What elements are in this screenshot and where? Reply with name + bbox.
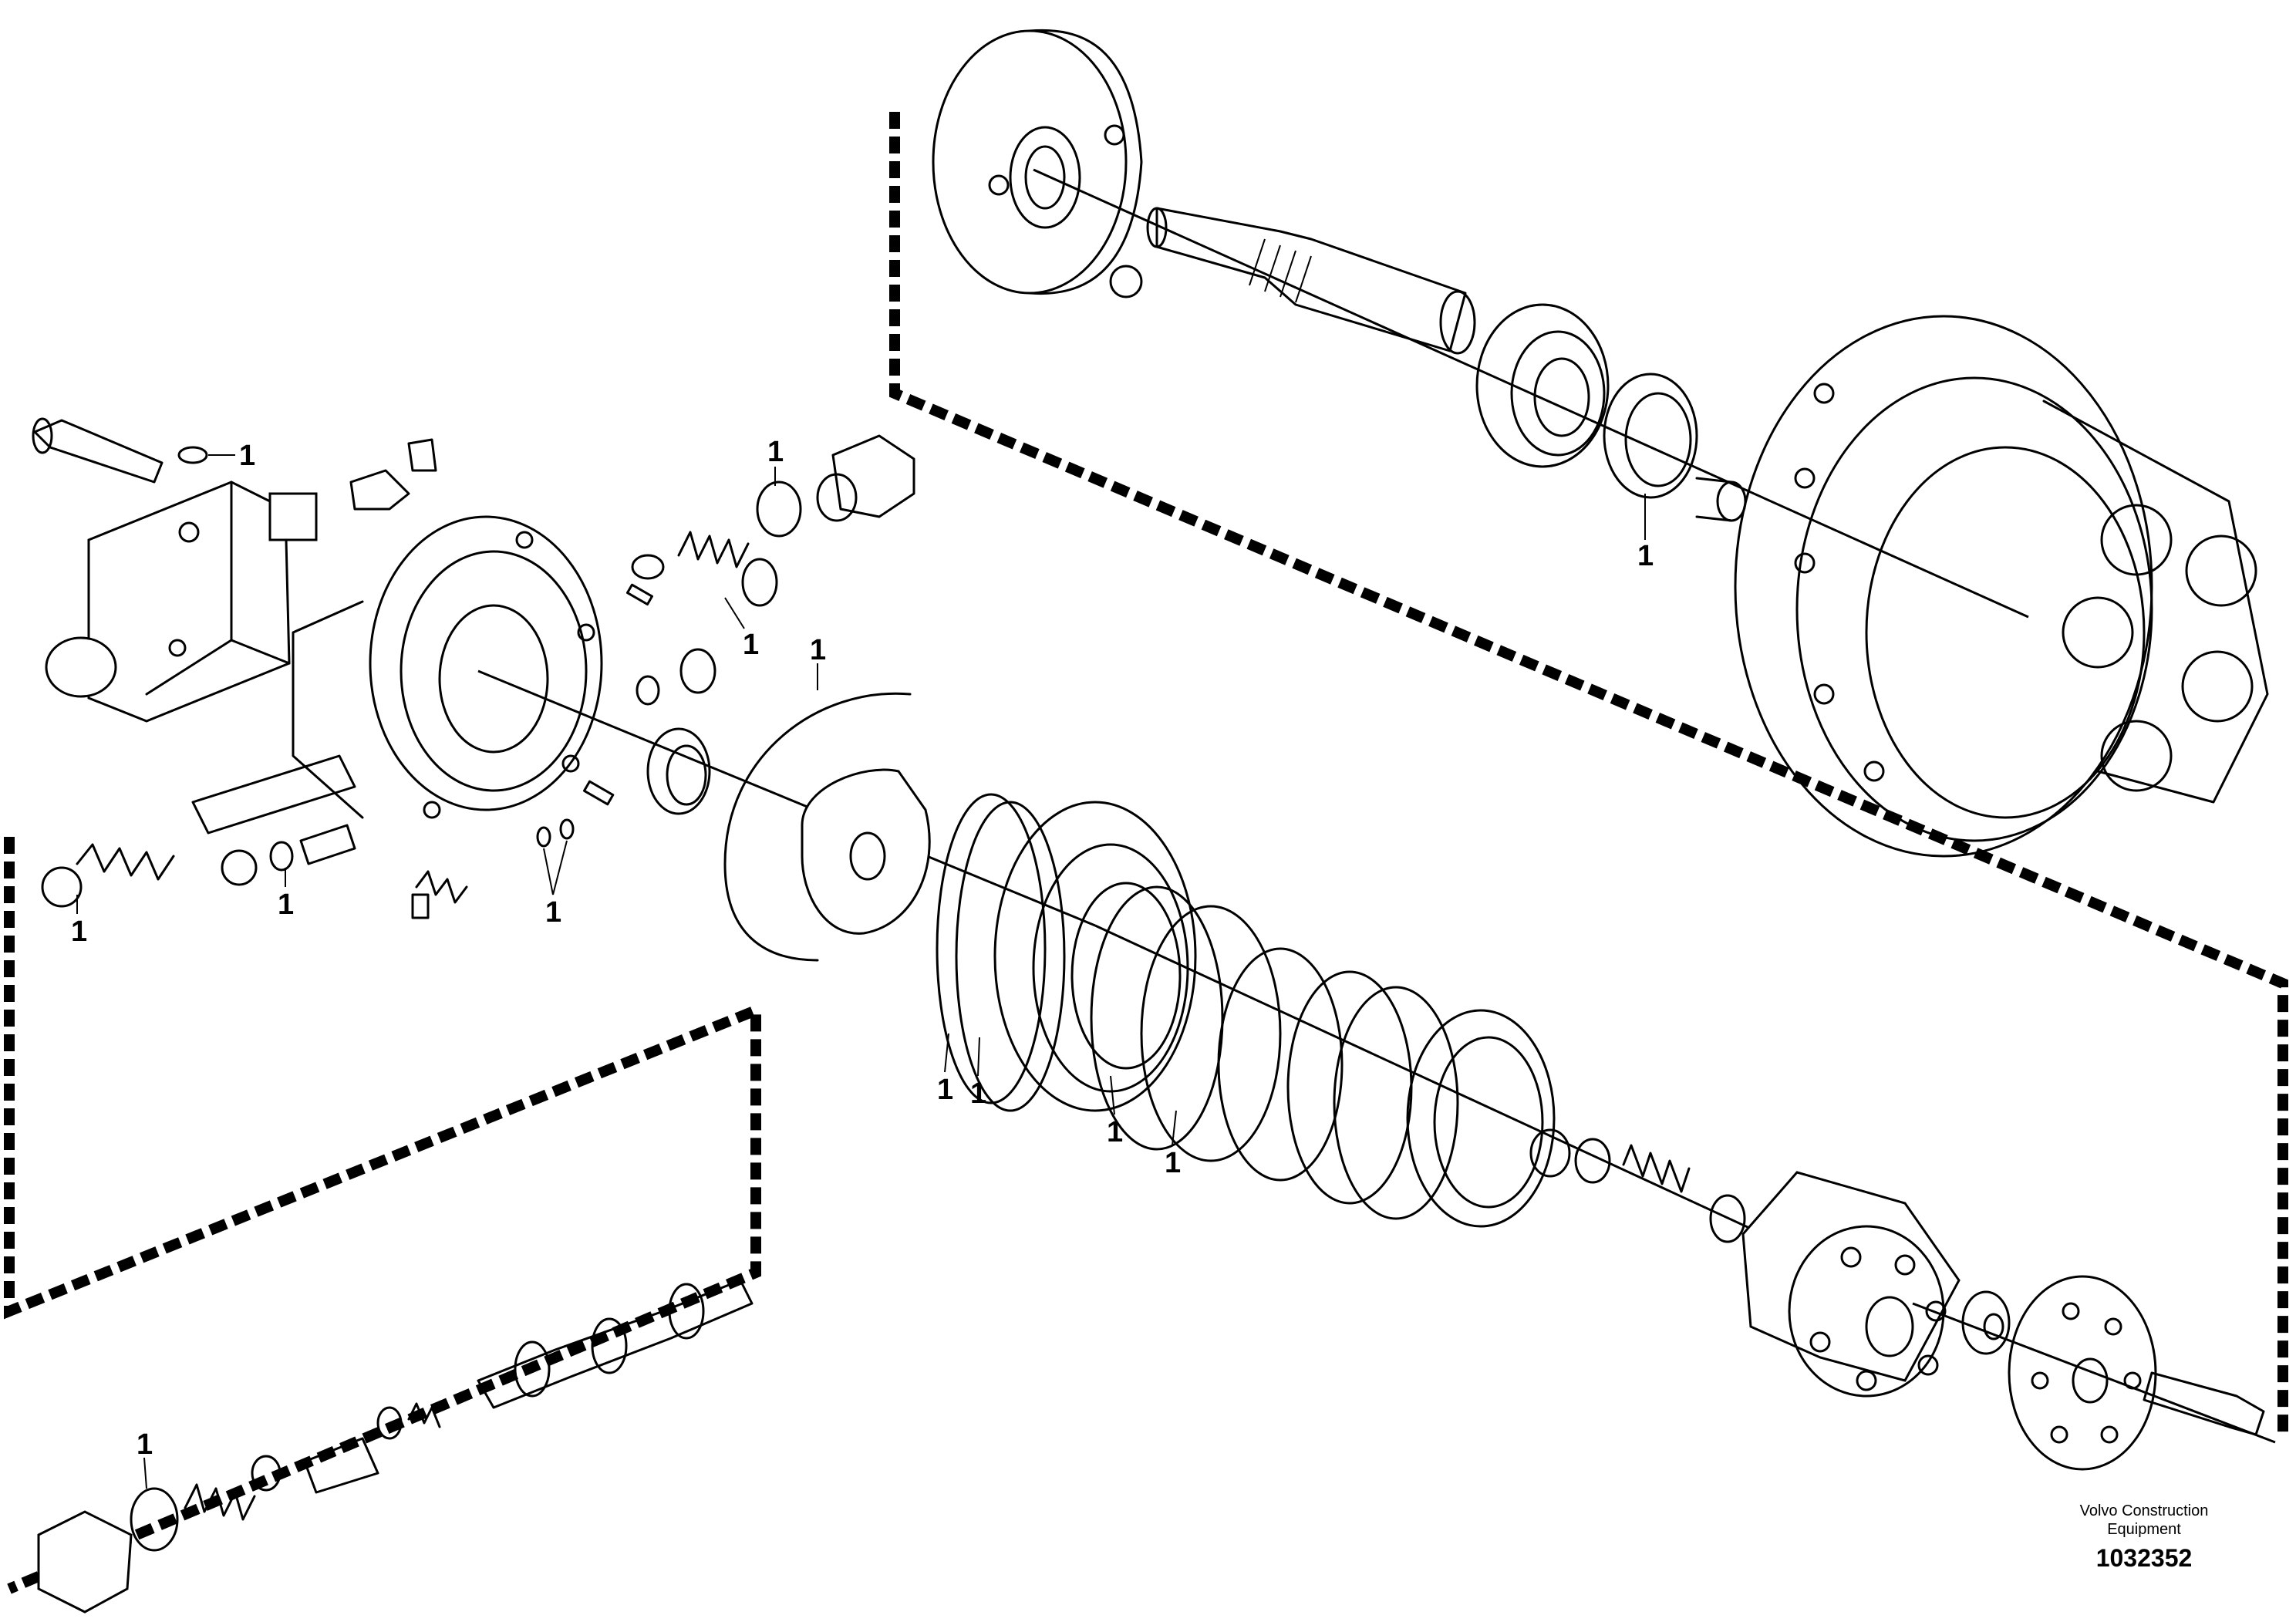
spring-small bbox=[415, 870, 468, 904]
spool-valve-left bbox=[41, 754, 356, 908]
valve-block bbox=[45, 481, 318, 723]
large-snap-ring bbox=[723, 692, 912, 962]
callout-plug-left: 1 bbox=[71, 895, 87, 948]
callout-plug-mid: 1 bbox=[724, 597, 759, 661]
callout-washer: 1 bbox=[208, 440, 255, 472]
washer bbox=[177, 446, 208, 464]
svg-text:1: 1 bbox=[937, 1074, 953, 1106]
publisher-name-line1: Volvo Construction bbox=[2079, 1502, 2209, 1519]
output-shaft bbox=[1146, 207, 1476, 355]
bearing-small bbox=[646, 727, 711, 815]
drawing-number: 1032352 bbox=[2095, 1544, 2193, 1572]
steel-ball bbox=[1109, 265, 1143, 298]
spherical-bushing bbox=[1961, 1290, 2011, 1355]
svg-text:1: 1 bbox=[545, 896, 561, 929]
svg-text:1: 1 bbox=[239, 440, 255, 472]
bottom-hex-plug bbox=[37, 1510, 133, 1614]
o-ring-top bbox=[756, 481, 802, 538]
callout-retainer-1: 1 bbox=[937, 1033, 953, 1106]
spring-washer bbox=[1574, 1138, 1611, 1184]
bearing-race-ring bbox=[1603, 373, 1698, 499]
callout-friction-2: 1 bbox=[1165, 1110, 1181, 1179]
center-spring bbox=[1622, 1144, 1691, 1193]
bottom-o-ring-small bbox=[376, 1406, 403, 1440]
o-ring-pair bbox=[536, 818, 575, 848]
callout-retainer-2: 1 bbox=[970, 1037, 986, 1110]
bottom-spring-1 bbox=[184, 1483, 256, 1521]
svg-text:1: 1 bbox=[1107, 1116, 1123, 1148]
callout-snap-ring: 1 bbox=[810, 634, 826, 690]
piston-ring bbox=[1406, 1009, 1556, 1228]
friction-ring-2 bbox=[1140, 905, 1282, 1162]
center-shaft bbox=[2143, 1371, 2265, 1436]
long-bolt bbox=[32, 417, 164, 484]
callout-oring-pair: 1 bbox=[543, 840, 568, 929]
roller-bearing bbox=[1475, 303, 1610, 468]
assembly-frame-upper bbox=[889, 112, 2288, 1435]
dowel-pin bbox=[626, 583, 653, 606]
svg-text:1: 1 bbox=[71, 916, 87, 948]
svg-text:1: 1 bbox=[810, 634, 826, 666]
pin-small bbox=[411, 893, 430, 919]
snap-ring-small bbox=[1529, 1128, 1571, 1178]
cylinder-block bbox=[1741, 1171, 1961, 1398]
bottom-washer bbox=[251, 1455, 282, 1492]
svg-text:1: 1 bbox=[1637, 540, 1654, 572]
center-washer bbox=[1709, 1194, 1746, 1243]
retainer-rings bbox=[936, 793, 1066, 1112]
svg-text:1: 1 bbox=[1165, 1147, 1181, 1179]
svg-text:1: 1 bbox=[278, 889, 294, 921]
plug-mid bbox=[741, 558, 778, 607]
dowel-pin-2 bbox=[583, 780, 615, 806]
svg-text:1: 1 bbox=[767, 436, 784, 468]
gear-plate-1 bbox=[1286, 970, 1413, 1205]
retainer-plate bbox=[2008, 1275, 2157, 1471]
spring-top bbox=[631, 531, 750, 580]
small-bushing bbox=[1695, 477, 1747, 522]
port-plate bbox=[801, 768, 931, 935]
hex-plug bbox=[349, 469, 410, 511]
drive-flange bbox=[932, 29, 1143, 295]
publisher-name-line2: Equipment bbox=[2107, 1521, 2181, 1538]
motor-housing bbox=[1734, 315, 2269, 858]
callout-bearing-race: 1 bbox=[1637, 494, 1654, 572]
gear-plate-2 bbox=[1333, 986, 1459, 1220]
bottom-spring-2 bbox=[407, 1402, 441, 1428]
callout-bottom-oring: 1 bbox=[137, 1428, 153, 1489]
callout-friction-1: 1 bbox=[1107, 1075, 1123, 1148]
bottom-spool-piston bbox=[303, 1437, 379, 1494]
pin bbox=[407, 438, 437, 472]
svg-text:1: 1 bbox=[970, 1077, 986, 1110]
relief-plug bbox=[816, 434, 915, 522]
bottom-o-ring bbox=[130, 1487, 179, 1552]
callout-oring-top: 1 bbox=[767, 436, 784, 486]
valve-cover bbox=[292, 515, 603, 819]
svg-text:1: 1 bbox=[137, 1428, 153, 1461]
callout-oring-left: 1 bbox=[278, 868, 294, 921]
friction-ring-1 bbox=[1090, 885, 1224, 1151]
assembly-frame-left bbox=[4, 837, 761, 1594]
svg-text:1: 1 bbox=[743, 629, 759, 661]
o-ring-low bbox=[636, 675, 660, 706]
plug-low bbox=[679, 648, 716, 694]
bottom-spool-valve bbox=[477, 1279, 754, 1409]
separator-plate-1 bbox=[1217, 947, 1344, 1182]
